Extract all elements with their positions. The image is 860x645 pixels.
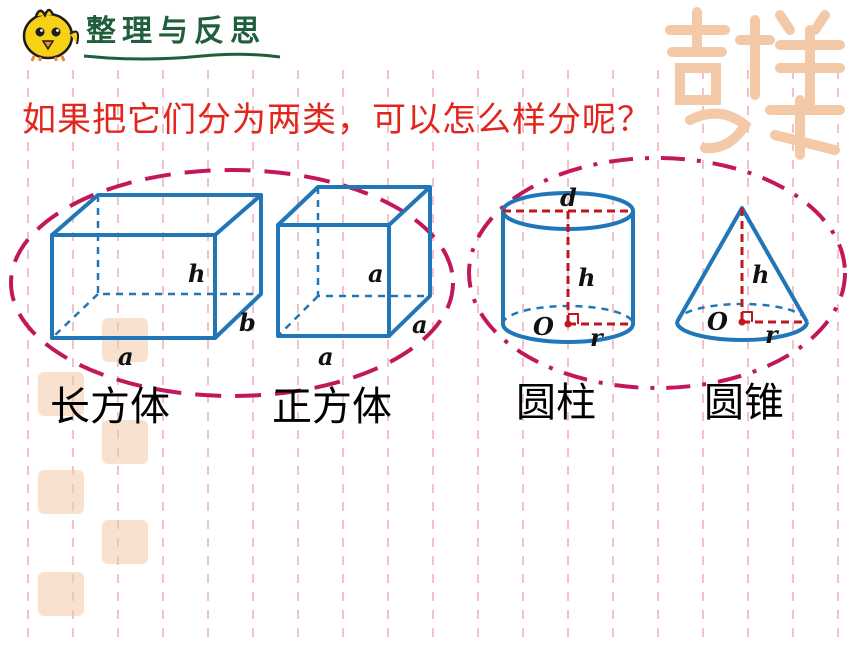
chick-icon	[22, 8, 80, 62]
cube-figure	[276, 185, 432, 338]
cone-label-r: r	[765, 320, 780, 349]
cube-label-a-side: a	[412, 310, 428, 339]
group-ellipse-round	[467, 156, 847, 390]
cone-center-dot	[738, 318, 746, 326]
cone-label-h: h	[752, 260, 769, 289]
section-title: 整理与反思	[86, 14, 266, 49]
cylinder-center-dot	[564, 320, 572, 328]
cube-label-a-top: a	[368, 259, 384, 288]
cone-label-o: O	[707, 307, 728, 336]
cylinder-figure	[501, 191, 635, 344]
shape-name-cube: 正方体	[272, 384, 392, 430]
cylinder-label-r: r	[590, 323, 605, 352]
cuboid-label-a: a	[118, 342, 134, 371]
seal-watermark-icon	[38, 572, 84, 616]
header-underline	[83, 52, 281, 61]
seal-watermark-icon	[102, 520, 148, 564]
seal-watermark-icon	[665, 7, 845, 160]
cuboid-figure	[50, 193, 263, 340]
cylinder-label-d: d	[560, 183, 577, 212]
shape-name-cylinder: 圆柱	[516, 380, 596, 426]
cuboid-label-h: h	[188, 259, 205, 288]
cube-label-a-bottom: a	[318, 342, 334, 371]
seal-watermark-icon	[38, 372, 84, 416]
cone-figure	[675, 206, 809, 342]
seal-watermark-icon	[102, 420, 148, 464]
question-text: 如果把它们分为两类，可以怎么样分呢？	[22, 100, 652, 140]
seal-watermark-icon	[38, 470, 84, 514]
cylinder-label-h: h	[578, 263, 595, 292]
cylinder-label-o: O	[533, 312, 554, 341]
group-ellipse-prisms	[9, 168, 455, 398]
cuboid-label-b: b	[239, 308, 256, 337]
shape-name-cuboid: 长方体	[50, 384, 170, 430]
shape-name-cone: 圆锥	[704, 380, 784, 426]
